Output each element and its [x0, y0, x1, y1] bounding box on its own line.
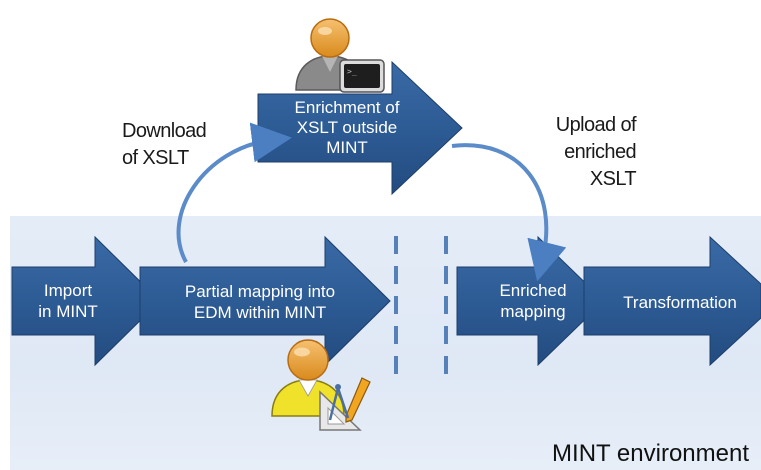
step-enrichment-line1: Enrichment of	[294, 98, 400, 117]
step-partial-mapping-line1: Partial mapping into	[184, 282, 336, 301]
upload-connector	[451, 143, 567, 282]
step-import-line2: in MINT	[38, 302, 98, 321]
arrow-transformation	[583, 235, 761, 367]
download-annotation: Download of XSLT	[122, 118, 207, 172]
download-connector	[176, 122, 292, 263]
person-with-terminal-icon: >_	[295, 18, 385, 93]
step-transformation-line1: Transformation	[623, 293, 737, 312]
step-enrichment-line3: MINT	[326, 138, 368, 157]
step-enrichment-line2: XSLT outside	[296, 118, 398, 137]
arrow-partial-mapping	[139, 235, 391, 367]
step-import-label: Import in MINT	[18, 280, 118, 322]
step-partial-mapping-label: Partial mapping into EDM within MINT	[160, 281, 360, 323]
mint-environment-area	[10, 216, 761, 470]
step-enrichment-label: Enrichment of XSLT outside MINT	[282, 98, 412, 158]
step-import-line1: Import	[43, 281, 93, 300]
download-line2: of XSLT	[122, 147, 189, 169]
upload-line1: Upload of	[555, 114, 637, 136]
svg-text:>_: >_	[347, 67, 357, 76]
download-line1: Download	[122, 120, 207, 142]
step-partial-mapping-line2: EDM within MINT	[193, 303, 327, 322]
upload-line3: XSLT	[589, 168, 637, 190]
step-enriched-mapping-label: Enriched mapping	[478, 280, 588, 322]
arrow-import	[11, 235, 161, 367]
person-with-drafting-tools-icon	[271, 339, 371, 431]
step-enriched-mapping-line2: mapping	[500, 302, 566, 321]
step-transformation-label: Transformation	[610, 292, 750, 313]
environment-label: MINT environment	[552, 440, 749, 467]
step-enriched-mapping-line1: Enriched	[499, 281, 567, 300]
upload-annotation: Upload of enriched XSLT	[522, 112, 637, 193]
upload-line2: enriched	[564, 141, 637, 163]
